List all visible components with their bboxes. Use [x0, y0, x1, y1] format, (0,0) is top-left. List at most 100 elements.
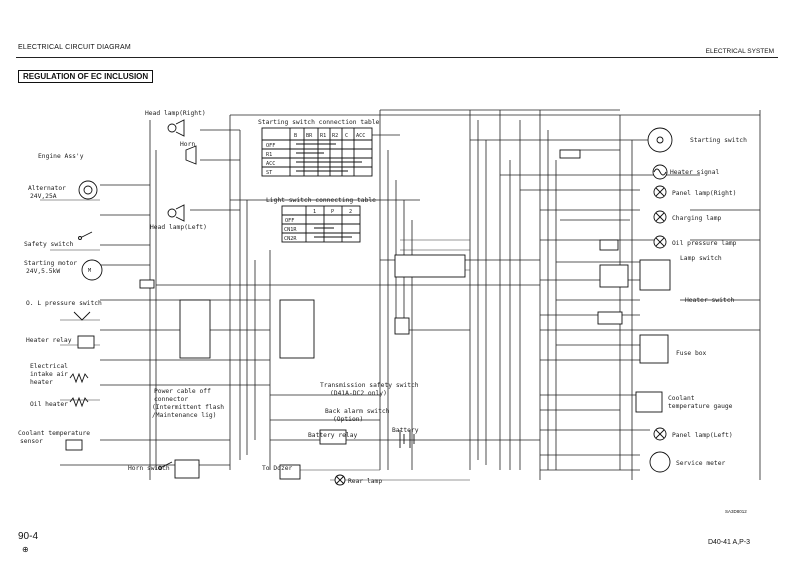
components: M [65, 119, 673, 486]
light-table-row-cn2r: CN2R [284, 236, 297, 242]
light-switch-table [281, 205, 361, 243]
label-alternator-rating: 24V,25A [30, 193, 57, 200]
start-switch-table [261, 127, 373, 177]
label-intake-heater-3: heater [30, 379, 53, 386]
header-left-title: ELECTRICAL CIRCUIT DIAGRAM [18, 44, 131, 51]
light-table-col-2: 2 [349, 209, 352, 215]
table-labels: Starting switch connection table B BR R1… [258, 119, 380, 242]
charging-lamp-symbol [653, 210, 667, 224]
label-power-cable-4: /Maintenance lig) [152, 412, 216, 419]
oil-heater-symbol [69, 396, 89, 408]
label-service-meter: Service meter [676, 460, 725, 467]
label-intake-heater-2: intake air [30, 371, 68, 378]
label-coolant-gauge-2: temperature gauge [668, 403, 733, 410]
label-coolant-gauge-1: Coolant [668, 395, 695, 402]
starting-motor-symbol: M [81, 259, 103, 281]
footer-model: D40-41 A,P-3 [707, 539, 750, 546]
starting-switch-symbol [647, 127, 673, 153]
label-power-cable-1: Power cable off [154, 388, 211, 395]
drawing-ref-code: SA3D8012 [725, 509, 747, 514]
start-table-row-r1: R1 [266, 152, 272, 158]
label-oil-pressure-lamp: Oil pressure lamp [672, 240, 737, 247]
label-starting-motor: Starting motor [24, 260, 77, 267]
label-battery: Battery [392, 427, 419, 434]
start-table-col-br: BR [306, 133, 313, 139]
wire-harness [40, 109, 761, 481]
label-to-dozer: To Dozer [262, 465, 293, 472]
label-heater-switch: Heater switch [685, 297, 734, 304]
footer-mark-icon: ⊕ [22, 545, 29, 554]
label-charging-lamp: Charging lamp [672, 215, 721, 222]
light-table-col-p: P [331, 209, 334, 215]
section-title: REGULATION OF EC INCLUSION [18, 70, 154, 83]
start-table-col-acc: ACC [356, 133, 365, 139]
light-table-row-off: OFF [285, 218, 294, 224]
label-safety-switch: Safety switch [24, 241, 73, 248]
light-table-row-cn1r: CN1R [284, 227, 297, 233]
label-starting-motor-rating: 24V,5.5kW [26, 268, 60, 275]
label-engine-assy: Engine Ass'y [38, 153, 84, 160]
start-table-row-st: ST [266, 170, 272, 176]
label-transmission-1: Transmission safety switch [320, 382, 419, 389]
panel-lamp-left-symbol [653, 427, 667, 441]
label-back-alarm-1: Back alarm switch [325, 408, 390, 415]
label-intake-heater-1: Electrical [30, 363, 68, 370]
start-table-row-off: OFF [266, 143, 275, 149]
label-battery-relay: Battery relay [308, 432, 357, 439]
safety-switch-symbol [78, 231, 93, 240]
label-alternator: Alternator [28, 185, 66, 192]
oil-pressure-lamp-symbol [653, 235, 667, 249]
head-lamp-right-symbol [167, 119, 185, 137]
label-oil-heater: Oil heater [30, 401, 68, 408]
heater-signal-symbol [652, 164, 668, 180]
label-lamp-switch: Lamp switch [680, 255, 722, 262]
connector-blocks [139, 149, 671, 480]
start-table-col-r2: R2 [332, 133, 338, 139]
panel-lamp-right-symbol [653, 185, 667, 199]
horn-switch-symbol [158, 461, 173, 470]
intake-air-heater-symbol [69, 372, 89, 384]
label-transmission-2: (D41A-DC2 only) [330, 390, 387, 397]
page-number: 90-4 [18, 531, 39, 542]
light-table-title: Light switch connecting table [266, 197, 376, 204]
header-right-title: ELECTRICAL SYSTEM [705, 48, 774, 55]
battery-symbol [399, 430, 415, 448]
service-meter-symbol [649, 451, 671, 473]
light-table-col-1: 1 [313, 209, 316, 215]
horn-symbol [185, 145, 197, 165]
rear-lamp-symbol [334, 474, 346, 486]
label-heater-signal: Heater signal [670, 169, 719, 176]
start-table-row-acc: ACC [266, 161, 275, 167]
label-power-cable-2: connector [154, 396, 188, 403]
head-lamp-left-symbol [167, 204, 185, 222]
label-rear-lamp: Rear lamp [348, 478, 382, 485]
label-head-lamp-left: Head lamp(Left) [150, 224, 207, 231]
svg-text:M: M [88, 268, 91, 274]
start-table-col-c: C [345, 133, 348, 139]
oil-pressure-switch-symbol [73, 311, 91, 321]
label-power-cable-3: (Intermittent flash [152, 404, 224, 411]
label-oil-pressure-switch: O. L pressure switch [26, 300, 102, 307]
label-coolant-sensor-1: Coolant temperature [18, 430, 90, 437]
label-panel-lamp-right: Panel lamp(Right) [672, 190, 736, 197]
battery-relay-symbol [319, 429, 347, 445]
label-horn-switch: Horn switch [128, 465, 170, 472]
label-starting-switch: Starting switch [690, 137, 747, 144]
label-panel-lamp-left: Panel lamp(Left) [672, 432, 733, 439]
alternator-symbol [78, 180, 98, 200]
component-labels: Head lamp(Right) Horn Engine Ass'y Alter… [18, 110, 747, 485]
label-heater-relay: Heater relay [26, 337, 72, 344]
heater-relay-symbol [77, 335, 95, 349]
coolant-temp-gauge-symbol [635, 391, 663, 413]
label-coolant-sensor-2: sensor [20, 438, 43, 445]
label-horn: Horn [180, 141, 195, 148]
coolant-temp-sensor-symbol [65, 439, 83, 451]
start-table-title: Starting switch connection table [258, 119, 380, 126]
label-fuse-box: Fuse box [676, 350, 707, 357]
header-rule [16, 57, 778, 58]
start-table-col-r1: R1 [320, 133, 326, 139]
label-head-lamp-right: Head lamp(Right) [145, 110, 206, 117]
label-back-alarm-2: (Option) [333, 416, 363, 423]
start-table-col-b: B [294, 133, 297, 139]
